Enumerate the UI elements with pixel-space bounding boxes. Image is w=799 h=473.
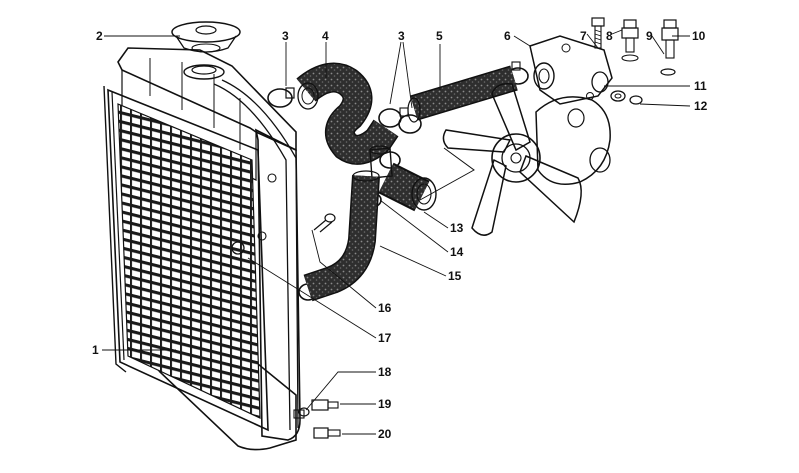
temperature-sender-10 [661,19,679,59]
callout-6: 6 [504,29,511,43]
callout-3b: 3 [398,29,405,43]
callout-4: 4 [322,29,329,43]
callout-11: 11 [694,79,707,93]
bypass-pipe [407,65,518,123]
callout-13: 13 [450,221,464,235]
callout-9: 9 [646,29,653,43]
radiator-cap [171,21,241,53]
temperature-sender-8 [621,19,639,62]
washer-12 [610,90,643,105]
thermostat-housing [529,35,613,105]
callout-18: 18 [378,365,392,379]
washer-18 [298,407,310,417]
drain-plug-19 [311,399,339,411]
water-pump-and-fan [419,82,611,236]
bolt-7 [591,17,605,49]
callout-8: 8 [606,29,613,43]
radiator [103,47,305,451]
callout-labels: 1 2 3 3 4 5 6 7 8 9 10 11 12 13 14 15 16… [92,29,708,441]
callout-5: 5 [436,29,443,43]
lower-hose [303,170,380,302]
callout-10: 10 [692,29,706,43]
callout-3a: 3 [282,29,289,43]
callout-15: 15 [448,269,462,283]
upper-hose [296,62,399,165]
washer-9 [660,68,676,76]
callout-12: 12 [694,99,708,113]
short-hose [378,162,437,212]
callout-2: 2 [96,29,103,43]
callout-19: 19 [378,397,392,411]
leader-lines [102,29,691,435]
screw-16 [313,213,336,233]
callout-16: 16 [378,301,392,315]
callout-20: 20 [378,427,392,441]
callout-17: 17 [378,331,392,345]
screw-20 [313,427,341,439]
callout-14: 14 [450,245,464,259]
callout-7: 7 [580,29,587,43]
tee-pipe [369,145,393,179]
callout-1: 1 [92,343,99,357]
